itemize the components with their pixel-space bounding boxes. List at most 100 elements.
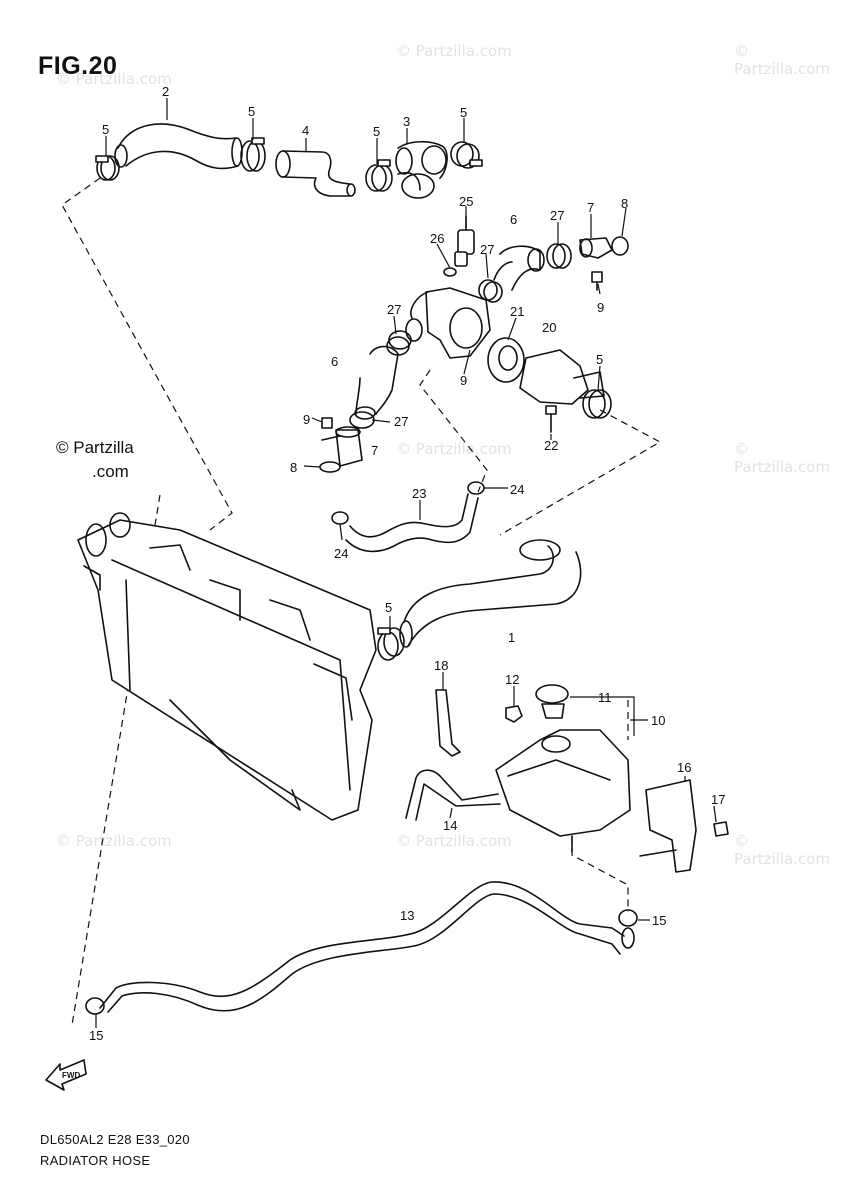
callout-9: 9 [597, 300, 604, 315]
leader-lines [95, 98, 717, 1028]
callout-18: 18 [434, 658, 448, 673]
part-17-bolt [713, 821, 729, 837]
part-14-breather-hose [405, 769, 501, 821]
watermark: © Partzilla.com [396, 440, 512, 458]
part-13-overflow-hose [99, 881, 635, 1013]
part-6-hose [493, 245, 545, 291]
callout-8: 8 [290, 460, 297, 475]
callout-24: 24 [334, 546, 348, 561]
callout-13: 13 [400, 908, 414, 923]
part-5-clamp [582, 389, 612, 419]
part-9-bolt [591, 271, 603, 291]
part-27-clamp [386, 330, 412, 356]
callout-20: 20 [542, 320, 556, 335]
radiator [77, 512, 377, 821]
callout-4: 4 [302, 123, 309, 138]
callout-5: 5 [596, 352, 603, 367]
part-5-clamp [240, 137, 266, 172]
callout-5: 5 [102, 122, 109, 137]
watermark: © Partzilla.com [734, 440, 830, 476]
diagram-code: DL650AL2 E28 E33_020 [40, 1132, 190, 1147]
part-27-clamp [546, 243, 572, 269]
part-6-hose [354, 345, 399, 420]
callout-6: 6 [331, 354, 338, 369]
callout-2: 2 [162, 84, 169, 99]
callout-11: 11 [598, 690, 612, 705]
watermark: © Partzilla.com [56, 832, 172, 850]
part-23-hose [345, 493, 479, 553]
callout-7: 7 [371, 443, 378, 458]
part-1-lower-hose [399, 539, 582, 648]
part-9-bolt [321, 417, 341, 441]
copyright-domain: .com [92, 462, 129, 481]
part-18-bracket [435, 689, 461, 757]
callout-5: 5 [248, 104, 255, 119]
callout-12: 12 [505, 672, 519, 687]
callout-5: 5 [385, 600, 392, 615]
part-27-clamp [478, 279, 503, 303]
watermark: © Partzilla.com [734, 832, 830, 868]
callout-16: 16 [677, 760, 691, 775]
callout-7: 7 [587, 200, 594, 215]
part-20-thermostat-cap [519, 349, 605, 405]
part-5-clamp [365, 159, 393, 192]
part-19-thermostat-housing [405, 287, 491, 359]
copyright-site: Partzilla [73, 438, 134, 457]
callout-21: 21 [510, 304, 524, 319]
part-15-clamp [618, 909, 638, 927]
callout-5: 5 [373, 124, 380, 139]
part-8-o-ring [319, 461, 341, 473]
callout-labels: 2 5 5 4 5 3 5 25 26 27 6 27 7 8 9 27 21 … [89, 84, 725, 1043]
callout-15: 15 [652, 913, 666, 928]
callout-15: 15 [89, 1028, 103, 1043]
callout-6: 6 [510, 212, 517, 227]
part-25-sensor [454, 215, 475, 267]
part-7-fitting [579, 237, 613, 259]
diagram-caption: RADIATOR HOSE [40, 1153, 151, 1168]
part-24-clip [467, 481, 485, 495]
part-26-washer [443, 267, 457, 277]
part-7-fitting [335, 426, 363, 467]
part-11-reservoir-cap [535, 684, 569, 719]
part-10-reservoir-tank [495, 729, 631, 853]
callout-3: 3 [403, 114, 410, 129]
callout-27: 27 [387, 302, 401, 317]
callout-8: 8 [621, 196, 628, 211]
part-5-clamp [450, 141, 483, 169]
part-15-clamp [85, 997, 105, 1015]
watermark: © Partzilla.com [396, 832, 512, 850]
part-2-upper-hose [114, 123, 243, 170]
watermark: © Partzilla.com [396, 42, 512, 60]
callout-1: 1 [508, 630, 515, 645]
part-27-clamp [349, 411, 375, 429]
part-5-clamp [377, 627, 405, 661]
watermark: © Partzilla.com [56, 70, 172, 88]
callout-9: 9 [460, 373, 467, 388]
part-5-clamp [95, 155, 120, 181]
forward-arrow-label: FWD [62, 1071, 80, 1080]
watermark: © Partzilla.com [734, 42, 830, 78]
copyright-notice: © Partzilla .com [56, 436, 134, 484]
copyright-symbol: © [56, 438, 69, 457]
callout-25: 25 [459, 194, 473, 209]
part-8-o-ring [611, 236, 629, 256]
part-12-nut [505, 705, 523, 723]
part-4-pipe [275, 150, 356, 197]
callout-26: 26 [430, 231, 444, 246]
callout-10: 10 [651, 713, 665, 728]
part-24-clip [331, 511, 349, 525]
callout-22: 22 [544, 438, 558, 453]
callout-9: 9 [303, 412, 310, 427]
callout-27: 27 [550, 208, 564, 223]
part-3-elbow-hose [395, 140, 448, 199]
callout-23: 23 [412, 486, 426, 501]
forward-arrow-icon: FWD [45, 1059, 87, 1091]
callout-17: 17 [711, 792, 725, 807]
callout-27: 27 [480, 242, 494, 257]
part-22-bolt [545, 405, 557, 433]
figure-title: FIG.20 [38, 52, 118, 80]
part-16-bracket [639, 779, 697, 873]
callout-24: 24 [510, 482, 524, 497]
part-21-thermostat [487, 337, 525, 383]
